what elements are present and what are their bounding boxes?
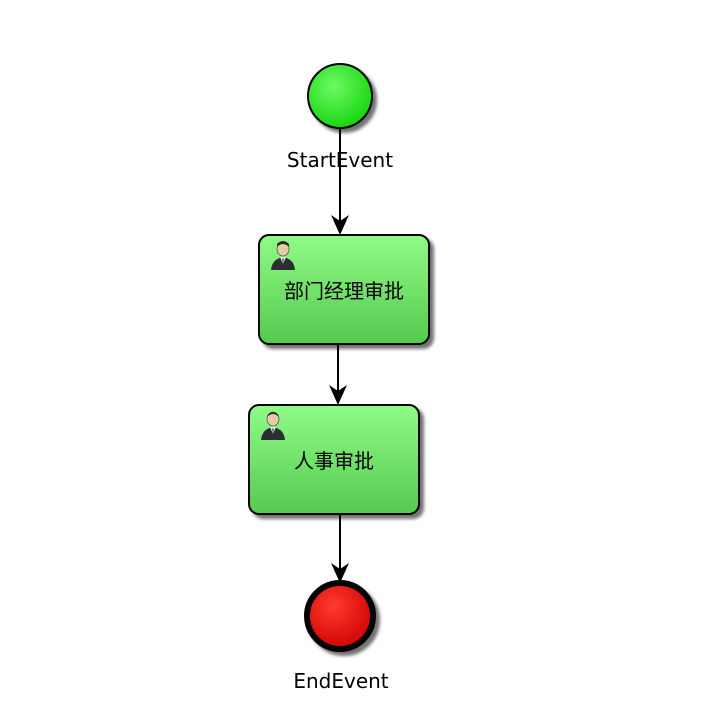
user-task-icon: [271, 241, 295, 270]
task-department-manager-approval[interactable]: 部门经理审批: [258, 234, 430, 345]
task-label: 部门经理审批: [284, 279, 404, 303]
sequence-flow-start-to-task1[interactable]: [331, 128, 349, 235]
user-task-icon: [261, 411, 285, 440]
task-hr-approval[interactable]: 人事审批: [248, 404, 420, 515]
sequence-flow-task1-to-task2[interactable]: [329, 345, 347, 405]
sequence-flow-task2-to-end[interactable]: [331, 515, 349, 583]
task-label: 人事审批: [294, 449, 374, 473]
end-event[interactable]: [304, 580, 376, 652]
end-event-label: EndEvent: [293, 669, 388, 693]
start-event[interactable]: [307, 63, 373, 129]
start-event-label: StartEvent: [287, 148, 393, 172]
